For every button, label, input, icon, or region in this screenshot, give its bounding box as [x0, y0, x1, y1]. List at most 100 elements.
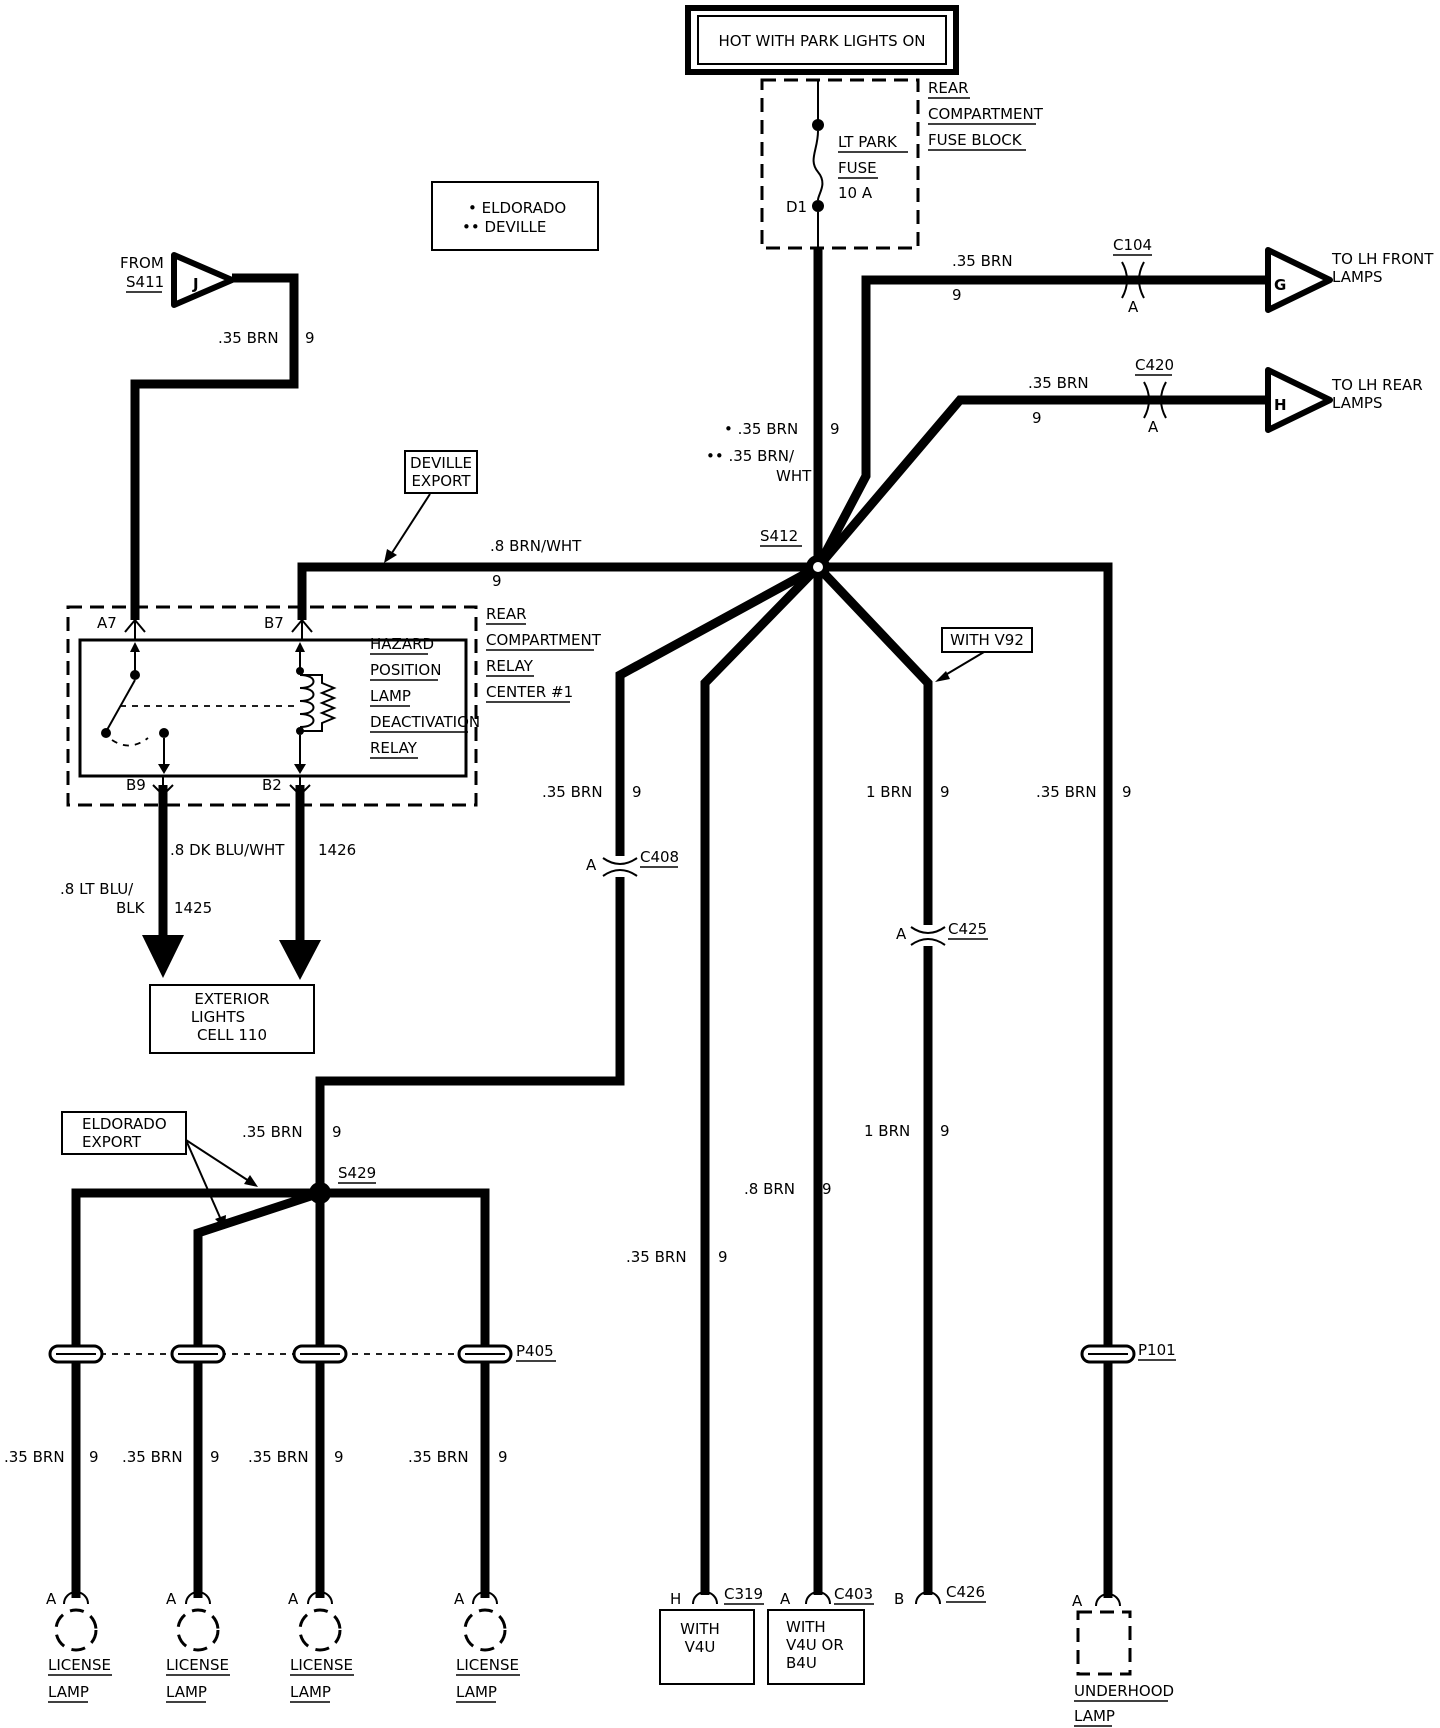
fuse-block-label-3: FUSE BLOCK: [928, 131, 1023, 149]
relay-b9-wire-label-2: BLK: [116, 899, 146, 917]
p101-circuit: 9: [1122, 783, 1132, 801]
c425-label: C425: [948, 920, 987, 938]
legend-eldorado: • ELDORADO: [468, 199, 566, 217]
c403-pin: A: [780, 1590, 791, 1608]
lamp-2-circuit: 9: [210, 1448, 220, 1466]
lamp-1-pin: A: [46, 1590, 57, 1608]
to-g-wire-label: .35 BRN: [952, 252, 1013, 270]
v92-circuit-lower: 9: [940, 1122, 950, 1140]
lamp-2-line-2: LAMP: [166, 1683, 207, 1701]
c319-pin: H: [670, 1590, 681, 1608]
to-g-letter: G: [1274, 276, 1286, 294]
from-j-circuit: 9: [305, 329, 315, 347]
relay-pin-b2: B2: [262, 776, 282, 794]
splice-s429-label: S429: [338, 1164, 376, 1182]
relay-center: A7 B7 B9 B2 HAZARD POSITION LAMP DEACTIV…: [66, 605, 602, 807]
relay-name-3: LAMP: [370, 687, 411, 705]
c319-box-line-2: V4U: [685, 1638, 716, 1656]
c420-connector-left: [1143, 381, 1150, 419]
splice-s429: S429 .35 BRN 9: [242, 1123, 376, 1204]
legend-deville: •• DEVILLE: [462, 218, 546, 236]
wire-to-h: [814, 395, 1268, 570]
deville-export-wire: [297, 562, 818, 620]
to-h-wire-label: .35 BRN: [1028, 374, 1089, 392]
p405-connector: P405: [48, 1342, 556, 1364]
c408-label: C408: [640, 848, 679, 866]
arrow-b2: [279, 940, 321, 980]
c408-branch: .35 BRN 9 A C408: [542, 783, 679, 877]
lamp-2-pin: A: [166, 1590, 177, 1608]
fuse-pin: D1: [786, 198, 807, 216]
p405-label: P405: [516, 1342, 554, 1360]
to-h-label-1: TO LH REAR: [1331, 376, 1423, 394]
v92-wire-upper-label: 1 BRN: [866, 783, 912, 801]
c426-branch: B C426: [894, 1583, 986, 1608]
s429-feed-circuit: 9: [332, 1123, 342, 1141]
lamp-3-circuit: 9: [334, 1448, 344, 1466]
deville-export-line-2: EXPORT: [411, 472, 471, 490]
c319-box-line-1: WITH: [680, 1620, 720, 1638]
relay-b9-wire-label-1: .8 LT BLU/: [60, 880, 134, 898]
splice-s412: S412: [760, 527, 830, 579]
to-g-circuit: 9: [952, 286, 962, 304]
to-g-label-2: LAMPS: [1332, 268, 1382, 286]
main-wire-circuit: 9: [830, 420, 840, 438]
lamp-4-wire-label: .35 BRN: [408, 1448, 469, 1466]
c426-pin: B: [894, 1590, 904, 1608]
lamp-2-line-1: LICENSE: [166, 1656, 229, 1674]
fuse-terminal-bottom: [812, 200, 824, 212]
wire-from-j: [130, 273, 299, 620]
to-h-circuit: 9: [1032, 409, 1042, 427]
relay-pin-b7: B7: [264, 614, 284, 632]
arrow-b9: [142, 935, 184, 978]
relay-name-2: POSITION: [370, 661, 441, 679]
v92-wire-lower-label: 1 BRN: [864, 1122, 910, 1140]
c403-label: C403: [834, 1585, 873, 1603]
eldorado-export-line-2: EXPORT: [82, 1133, 142, 1151]
lamp-1-line-1: LICENSE: [48, 1656, 111, 1674]
eldorado-export-line-1: ELDORADO: [82, 1115, 167, 1133]
fuse-name-2: FUSE: [838, 159, 877, 177]
lamp-3-wire-label: .35 BRN: [248, 1448, 309, 1466]
lamp-4-wire-upper: [320, 1188, 490, 1345]
with-v92-label: WITH V92: [950, 631, 1024, 649]
c403-circuit: 9: [822, 1180, 832, 1198]
license-lamp-4: .35 BRN 9 A LICENSE LAMP: [408, 1448, 520, 1703]
to-h-branch: .35 BRN 9 C420 A H TO LH REAR LAMPS: [1028, 356, 1423, 436]
c408-circuit: 9: [632, 783, 642, 801]
exterior-lights-line-2: LIGHTS: [191, 1008, 245, 1026]
fuse-terminal-top: [812, 119, 824, 131]
wire-to-s429: [315, 877, 625, 1193]
lamp-2-wire-upper: [193, 1188, 322, 1345]
splice-s412-label: S412: [760, 527, 798, 545]
lamp-3-pin: A: [288, 1590, 299, 1608]
lamp-1-circuit: 9: [89, 1448, 99, 1466]
underhood-line-2: LAMP: [1074, 1707, 1115, 1725]
fuse-block-label-1: REAR: [928, 79, 969, 97]
relay-center-2: COMPARTMENT: [486, 631, 602, 649]
relay-pin-b9: B9: [126, 776, 146, 794]
source-box: HOT WITH PARK LIGHTS ON: [685, 5, 959, 75]
legend-box: • ELDORADO •• DEVILLE: [431, 181, 599, 251]
underhood-line-1: UNDERHOOD: [1074, 1682, 1174, 1700]
wire-to-c319: [700, 563, 822, 1595]
c420-pin: A: [1148, 418, 1159, 436]
fuse-rating: 10 A: [838, 184, 873, 202]
c319-label: C319: [724, 1585, 763, 1603]
wire-to-g: [814, 275, 1268, 570]
c319-circuit: 9: [718, 1248, 728, 1266]
lamp-4-circuit: 9: [498, 1448, 508, 1466]
c420-label: C420: [1135, 356, 1174, 374]
lamp-1-wire-upper: [71, 1188, 320, 1345]
to-g-label-1: TO LH FRONT: [1331, 250, 1434, 268]
wire-to-p101: [818, 562, 1113, 1345]
from-j-letter: J: [192, 275, 199, 293]
license-lamp-3: .35 BRN 9 A LICENSE LAMP: [248, 1448, 354, 1703]
from-j-indicator: J FROM S411 .35 BRN 9: [120, 252, 315, 347]
lamp-2-wire-label: .35 BRN: [122, 1448, 183, 1466]
c403-box-line-2: V4U OR: [786, 1636, 844, 1654]
relay-b2-circuit: 1426: [318, 841, 356, 859]
deville-export-note: DEVILLE EXPORT .8 BRN/WHT 9: [384, 450, 582, 590]
lamp-1-wire-label: .35 BRN: [4, 1448, 65, 1466]
